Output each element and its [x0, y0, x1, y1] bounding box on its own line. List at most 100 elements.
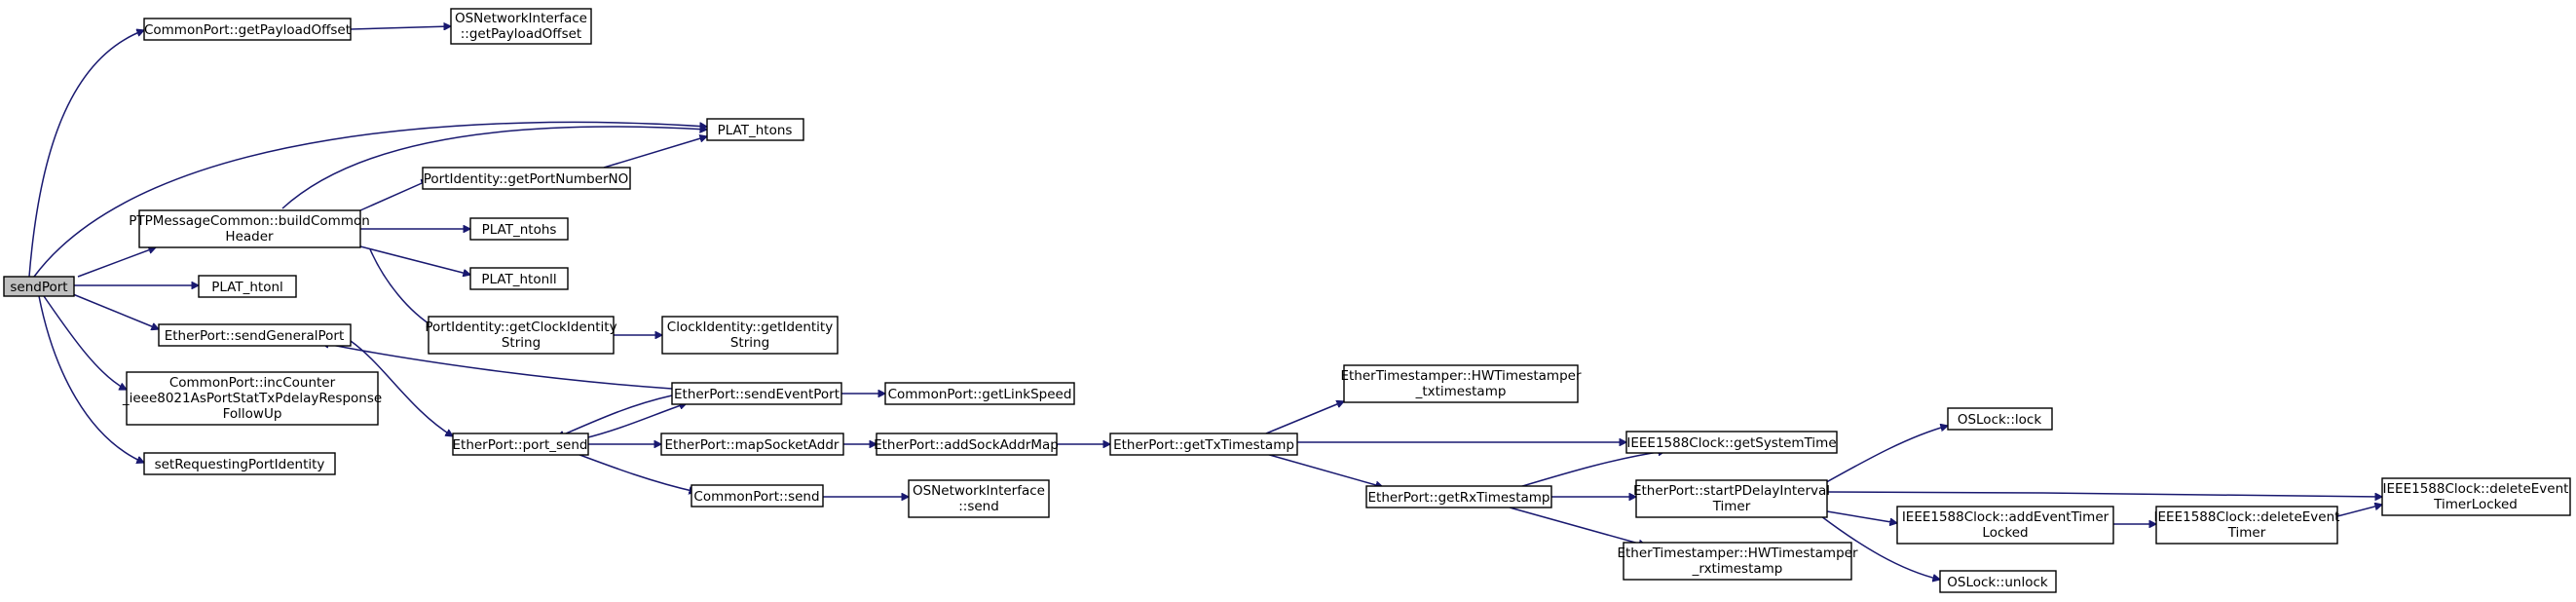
edge-startpdelayintervaltimer-deleteeventtimerlocked: [1826, 491, 2382, 497]
node-buildcommonheader-label-1: PTPMessageCommon::buildCommon: [129, 213, 370, 229]
edge-sendport-setrequestingportidentity: [38, 295, 144, 463]
edge-buildcommonheader-getclockidentitystring: [369, 248, 434, 327]
edge-port-send-commonsend: [574, 452, 696, 492]
node-mapsocketaddr[interactable]: EtherPort::mapSocketAddr: [660, 433, 844, 456]
node-port-send[interactable]: EtherPort::port_send: [452, 433, 589, 456]
node-plat-htons-label: PLAT_htons: [718, 123, 793, 138]
node-startpdelayintervaltimer[interactable]: EtherPort::startPDelayInterval Timer: [1633, 479, 1830, 518]
node-addeventtimerlocked-label-2: Locked: [1982, 525, 2028, 541]
edges: [28, 26, 2382, 580]
node-getsystemtime-label: IEEE1588Clock::getSystemTime: [1626, 435, 1836, 451]
node-os-getpayloadoffset-label-2: ::getPayloadOffset: [461, 26, 581, 42]
edge-buildcommonheader-plat-htonll: [359, 245, 470, 275]
node-plat-htonl[interactable]: PLAT_htonl: [198, 275, 297, 298]
node-getsystemtime[interactable]: IEEE1588Clock::getSystemTime: [1625, 431, 1838, 454]
node-deleteeventtimer[interactable]: IEEE1588Clock::deleteEvent Timer: [2154, 506, 2340, 545]
edge-sendport-buildcommonheader: [77, 247, 156, 278]
node-sendport[interactable]: sendPort: [3, 276, 75, 297]
node-getclockidentitystring[interactable]: PortIdentity::getClockIdentity String: [425, 316, 617, 355]
node-addsockaddrmap[interactable]: EtherPort::addSockAddrMap: [874, 433, 1059, 456]
node-deleteeventtimerlocked-label-2: TimerLocked: [2433, 497, 2518, 512]
node-os-send-label-2: ::send: [958, 499, 999, 514]
edge-sendeventport-sendgeneralport: [321, 343, 673, 390]
node-sendgeneralport[interactable]: EtherPort::sendGeneralPort: [158, 323, 352, 347]
node-plat-htonll-label: PLAT_htonll: [481, 272, 556, 287]
edge-sendport-getpayloadoffset: [28, 30, 144, 278]
edge-getpayloadoffset-osgetpayloadoffset: [350, 26, 451, 29]
edge-sendport-plat-htons: [33, 121, 707, 278]
node-plat-ntohs-label: PLAT_ntohs: [482, 222, 557, 238]
node-buildcommonheader[interactable]: PTPMessageCommon::buildCommon Header: [129, 209, 370, 248]
node-plat-htonl-label: PLAT_htonl: [211, 280, 283, 295]
node-hw-rxtimestamp-label-1: EtherTimestamper::HWTimestamper: [1617, 546, 1857, 561]
node-plat-ntohs[interactable]: PLAT_ntohs: [469, 217, 569, 241]
node-hw-rxtimestamp-label-2: _rxtimestamp: [1692, 561, 1783, 577]
node-plat-htonll[interactable]: PLAT_htonll: [469, 267, 569, 290]
node-getrxtimestamp[interactable]: EtherPort::getRxTimestamp: [1365, 485, 1552, 508]
node-clockidentity-getidentitystring-label-2: String: [730, 335, 769, 351]
node-buildcommonheader-label-2: Header: [225, 229, 274, 245]
node-addeventtimerlocked[interactable]: IEEE1588Clock::addEventTimer Locked: [1896, 506, 2114, 545]
node-getpayloadoffset[interactable]: CommonPort::getPayloadOffset: [143, 18, 352, 41]
node-oslock[interactable]: OSLock::lock: [1947, 407, 2053, 431]
edge-sendport-inccounter: [43, 295, 127, 391]
node-deleteeventtimer-label-1: IEEE1588Clock::deleteEvent: [2154, 509, 2340, 525]
node-addsockaddrmap-label: EtherPort::addSockAddrMap: [874, 437, 1059, 453]
node-inccounter-label-3: FollowUp: [223, 406, 282, 422]
edge-getportnumberno-plat-htons: [603, 136, 707, 169]
node-inccounter-label-1: CommonPort::incCounter: [169, 375, 336, 391]
edge-startpdelayintervaltimer-osunlock: [1820, 515, 1940, 580]
node-hw-rxtimestamp[interactable]: EtherTimestamper::HWTimestamper _rxtimes…: [1617, 542, 1858, 581]
node-os-send[interactable]: OSNetworkInterface ::send: [908, 479, 1050, 518]
node-gettxtimestamp-label: EtherPort::getTxTimestamp: [1113, 437, 1294, 453]
node-hw-txtimestamp-label-2: _txtimestamp: [1415, 384, 1507, 399]
edge-getrxtimestamp-getsystemtime: [1518, 451, 1665, 488]
edge-sendeventport-port-send: [557, 395, 673, 437]
node-getportnumberno[interactable]: PortIdentity::getPortNumberNO: [422, 167, 631, 190]
node-clockidentity-getidentitystring-label-1: ClockIdentity::getIdentity: [667, 320, 833, 335]
node-getpayloadoffset-label: CommonPort::getPayloadOffset: [144, 22, 351, 38]
edge-getrxtimestamp-hwrxtimestamp: [1509, 507, 1646, 546]
node-osunlock[interactable]: OSLock::unlock: [1939, 570, 2057, 593]
node-os-getpayloadoffset-label-1: OSNetworkInterface: [455, 11, 587, 26]
node-getclockidentitystring-label-2: String: [502, 335, 541, 351]
node-getlinkspeed-label: CommonPort::getLinkSpeed: [888, 387, 1072, 402]
edge-buildcommonheader-plat-htons: [281, 127, 707, 209]
nodes: sendPort CommonPort::getPayloadOffset OS…: [3, 8, 2571, 593]
node-clockidentity-getidentitystring[interactable]: ClockIdentity::getIdentity String: [661, 316, 839, 355]
edge-buildcommonheader-getportnumberno: [359, 180, 429, 211]
node-commonsend[interactable]: CommonPort::send: [691, 484, 824, 508]
node-gettxtimestamp[interactable]: EtherPort::getTxTimestamp: [1109, 433, 1298, 456]
node-osunlock-label: OSLock::unlock: [1947, 575, 2048, 590]
node-hw-txtimestamp[interactable]: EtherTimestamper::HWTimestamper _txtimes…: [1340, 364, 1582, 403]
edge-port-send-sendeventport: [583, 403, 687, 439]
node-getrxtimestamp-label: EtherPort::getRxTimestamp: [1368, 490, 1550, 506]
node-hw-txtimestamp-label-1: EtherTimestamper::HWTimestamper: [1340, 368, 1581, 384]
node-plat-htons[interactable]: PLAT_htons: [706, 118, 804, 141]
node-sendeventport-label: EtherPort::sendEventPort: [674, 387, 840, 402]
node-deleteeventtimerlocked[interactable]: IEEE1588Clock::deleteEvent TimerLocked: [2381, 477, 2571, 516]
edge-startpdelayintervaltimer-oslock: [1820, 426, 1948, 486]
edge-gettxtimestamp-hwtxtimestamp: [1265, 401, 1344, 434]
node-port-send-label: EtherPort::port_send: [453, 437, 588, 453]
node-inccounter[interactable]: CommonPort::incCounter _ieee8021AsPortSt…: [122, 371, 382, 426]
node-os-send-label-1: OSNetworkInterface: [913, 483, 1045, 499]
node-commonsend-label: CommonPort::send: [693, 489, 819, 505]
node-setrequestingportidentity[interactable]: setRequestingPortIdentity: [143, 452, 336, 475]
node-getportnumberno-label: PortIdentity::getPortNumberNO: [424, 171, 629, 187]
node-sendeventport[interactable]: EtherPort::sendEventPort: [671, 382, 842, 405]
node-deleteeventtimerlocked-label-1: IEEE1588Clock::deleteEvent: [2383, 481, 2569, 497]
edge-gettxtimestamp-getrxtimestamp: [1265, 453, 1383, 487]
node-os-getpayloadoffset[interactable]: OSNetworkInterface ::getPayloadOffset: [450, 8, 592, 45]
node-addeventtimerlocked-label-1: IEEE1588Clock::addEventTimer: [1902, 509, 2109, 525]
node-startpdelayintervaltimer-label-2: Timer: [1712, 499, 1751, 514]
node-getclockidentitystring-label-1: PortIdentity::getClockIdentity: [425, 320, 616, 335]
edge-sendport-sendgeneralport: [67, 291, 159, 329]
edge-startpdelayintervaltimer-addeventtimerlocked: [1826, 510, 1897, 523]
node-getlinkspeed[interactable]: CommonPort::getLinkSpeed: [884, 382, 1075, 405]
node-sendgeneralport-label: EtherPort::sendGeneralPort: [165, 328, 345, 344]
node-oslock-label: OSLock::lock: [1958, 412, 2042, 428]
node-startpdelayintervaltimer-label-1: EtherPort::startPDelayInterval: [1633, 483, 1830, 499]
node-setrequestingportidentity-label: setRequestingPortIdentity: [155, 457, 325, 472]
